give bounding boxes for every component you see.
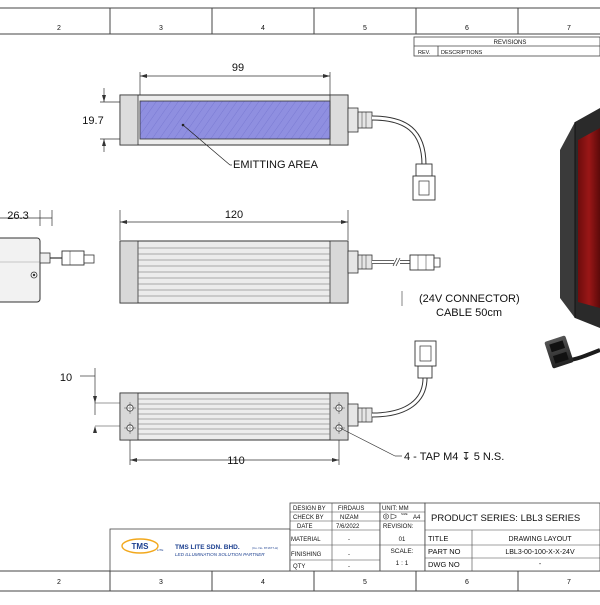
check-by-label: CHECK BY — [293, 515, 324, 521]
column-label-5-bottom: 5 — [363, 579, 367, 586]
logo-text: TMS — [132, 542, 150, 551]
dimension-side-height: 26.3 — [7, 210, 28, 222]
qty-label: QTY — [293, 564, 305, 570]
company-logo: TMS LITE — [121, 538, 163, 554]
size-value: A4 — [413, 515, 421, 521]
size-label: SIZE — [401, 512, 408, 516]
logo-sub: LITE — [157, 548, 163, 552]
column-label-4: 4 — [261, 25, 265, 32]
tap-note: 4 - TAP M4 ↧ 5 N.S. — [404, 451, 504, 463]
dimension-top-width: 99 — [232, 62, 244, 74]
revisions-title: REVISIONS — [494, 40, 527, 46]
column-label-7-bottom: 7 — [567, 579, 571, 586]
column-label-3-bottom: 3 — [159, 579, 163, 586]
date-value: 7/6/2022 — [336, 524, 360, 530]
unit-label: UNIT: MM — [382, 506, 409, 512]
revision-value: 01 — [399, 537, 406, 543]
projection-symbol-icon — [383, 513, 397, 520]
part-no-label: PART NO — [428, 547, 461, 556]
side-view: 26.3 — [0, 210, 95, 303]
dimension-bottom-width: 110 — [227, 455, 245, 467]
dwg-no-value: - — [539, 561, 542, 568]
revisions-desc-header: DESCRIPTIONS — [441, 50, 483, 56]
title-block: TMS LITE TMS LITE SDN. BHD. (Co. No. 871… — [109, 502, 600, 572]
revision-label: REVISION: — [383, 524, 414, 530]
company-reg: (Co. No. 871677-H) — [252, 546, 278, 550]
isometric-render — [544, 108, 600, 369]
material-value: - — [348, 537, 350, 543]
finishing-value: - — [348, 552, 350, 558]
dwg-no-label: DWG NO — [428, 560, 460, 569]
bottom-view: 10 — [60, 340, 504, 467]
connector-label-line2: CABLE 50cm — [436, 307, 502, 319]
column-label-2: 2 — [57, 25, 61, 32]
red-emitting-face — [578, 128, 600, 308]
dimension-bottom-offset: 10 — [60, 372, 72, 384]
title-value: DRAWING LAYOUT — [508, 536, 572, 543]
middle-view: 120 (24V CONNECTOR) CAB — [119, 209, 520, 319]
title-label: TITLE — [428, 534, 448, 543]
column-label-4-bottom: 4 — [261, 579, 265, 586]
scale-label: SCALE: — [390, 548, 413, 555]
part-no-value: LBL3-00-100-X-X-24V — [505, 549, 575, 556]
column-label-7: 7 — [567, 25, 571, 32]
column-label-5: 5 — [363, 25, 367, 32]
dimension-top-height: 19.7 — [82, 115, 103, 127]
column-label-6: 6 — [465, 25, 469, 32]
material-label: MATERIAL — [291, 537, 321, 543]
emitting-area-label: EMITTING AREA — [233, 159, 319, 171]
revisions-table: REVISIONS REV. DESCRIPTIONS — [413, 36, 600, 57]
dimension-mid-width: 120 — [225, 209, 243, 221]
date-label: DATE — [297, 524, 313, 530]
column-label-2-bottom: 2 — [57, 579, 61, 586]
connector-label-line1: (24V CONNECTOR) — [419, 293, 520, 305]
top-view: 99 19.7 EMITTING AREA — [82, 62, 436, 201]
revisions-rev-header: REV. — [418, 50, 431, 56]
check-by-value: NIZAM — [340, 515, 359, 521]
finishing-label: FINISHING — [291, 552, 322, 558]
company-tagline: LED ILLUMINATION SOLUTION PARTNER — [175, 552, 265, 557]
emitting-area-panel — [139, 100, 331, 140]
product-series: PRODUCT SERIES: LBL3 SERIES — [431, 513, 580, 524]
design-by-label: DESIGN BY — [293, 506, 326, 512]
column-label-3: 3 — [159, 25, 163, 32]
column-label-6-bottom: 6 — [465, 579, 469, 586]
scale-value: 1 : 1 — [396, 560, 409, 567]
company-name: TMS LITE SDN. BHD. — [175, 544, 240, 551]
design-by-value: FIRDAUS — [338, 506, 364, 512]
qty-value: - — [348, 564, 350, 570]
